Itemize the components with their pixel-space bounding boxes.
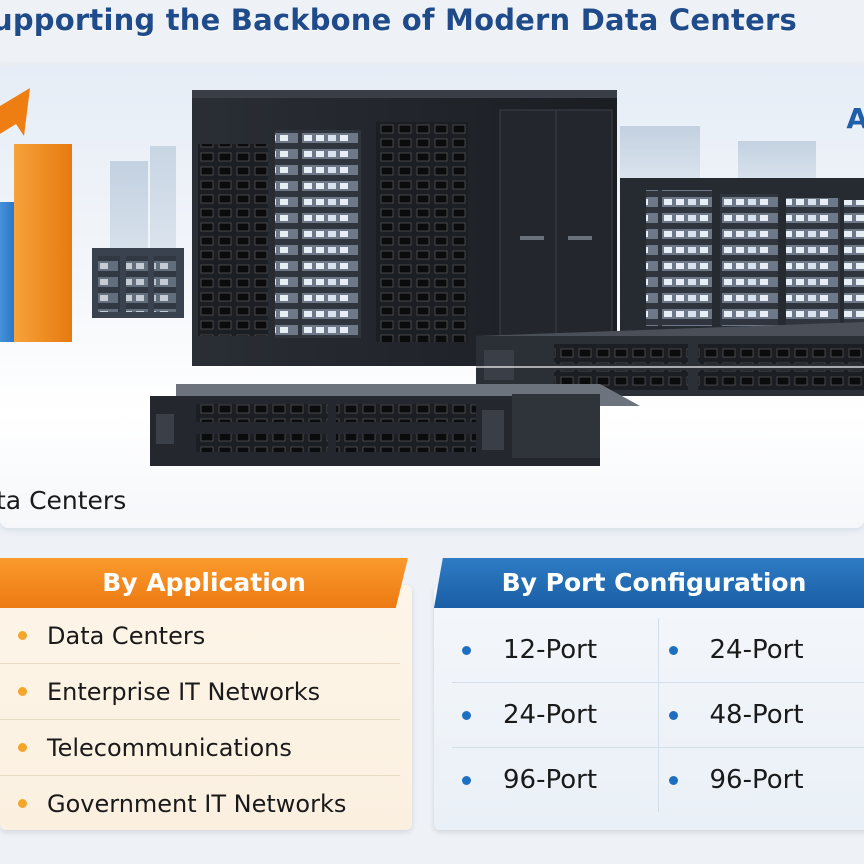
list-item: Data Centers [0,608,400,664]
bullet-icon [18,687,27,696]
port-label: 24-Port [503,700,598,730]
bullet-icon [18,743,27,752]
port-row: 24-Port 48-Port [452,683,864,748]
bullet-icon [18,799,27,808]
port-configuration-panel [434,585,864,830]
list-item: Telecommunications [0,720,400,776]
bullet-icon [462,645,471,655]
port-label: 48-Port [709,700,804,730]
list-item-label: Government IT Networks [47,789,347,818]
port-configuration-heading: By Port Configuration [434,558,864,608]
corner-letter: A [846,102,864,135]
page-title: upporting the Backbone of Modern Data Ce… [0,3,797,37]
hero-image: ta Centers A [0,66,864,528]
port-label: 24-Port [709,635,804,665]
bullet-icon [668,775,678,785]
application-heading: By Application [0,558,408,608]
bullet-icon [462,710,471,720]
port-label: 12-Port [503,635,598,665]
port-cell: 96-Port [659,748,864,812]
hero-illustration [0,88,864,466]
port-cell: 12-Port [452,618,659,682]
port-cell: 24-Port [659,618,864,682]
port-configuration-grid: 12-Port 24-Port 24-Port 48-Port 96-Port … [452,618,864,812]
bullet-icon [668,645,678,655]
port-label: 96-Port [503,765,598,795]
port-row: 96-Port 96-Port [452,748,864,812]
application-panel [0,585,412,830]
list-item-label: Data Centers [47,621,206,650]
port-cell: 96-Port [452,748,659,812]
application-list: Data Centers Enterprise IT Networks Tele… [0,608,400,831]
port-label: 96-Port [709,765,804,795]
bullet-icon [18,631,27,640]
port-cell: 48-Port [659,683,864,747]
list-item: Government IT Networks [0,776,400,831]
port-row: 12-Port 24-Port [452,618,864,683]
list-item: Enterprise IT Networks [0,664,400,720]
list-item-label: Telecommunications [47,733,292,762]
bullet-icon [668,710,678,720]
port-cell: 24-Port [452,683,659,747]
list-item-label: Enterprise IT Networks [47,677,321,706]
bullet-icon [462,775,471,785]
hero-caption: ta Centers [0,486,127,515]
